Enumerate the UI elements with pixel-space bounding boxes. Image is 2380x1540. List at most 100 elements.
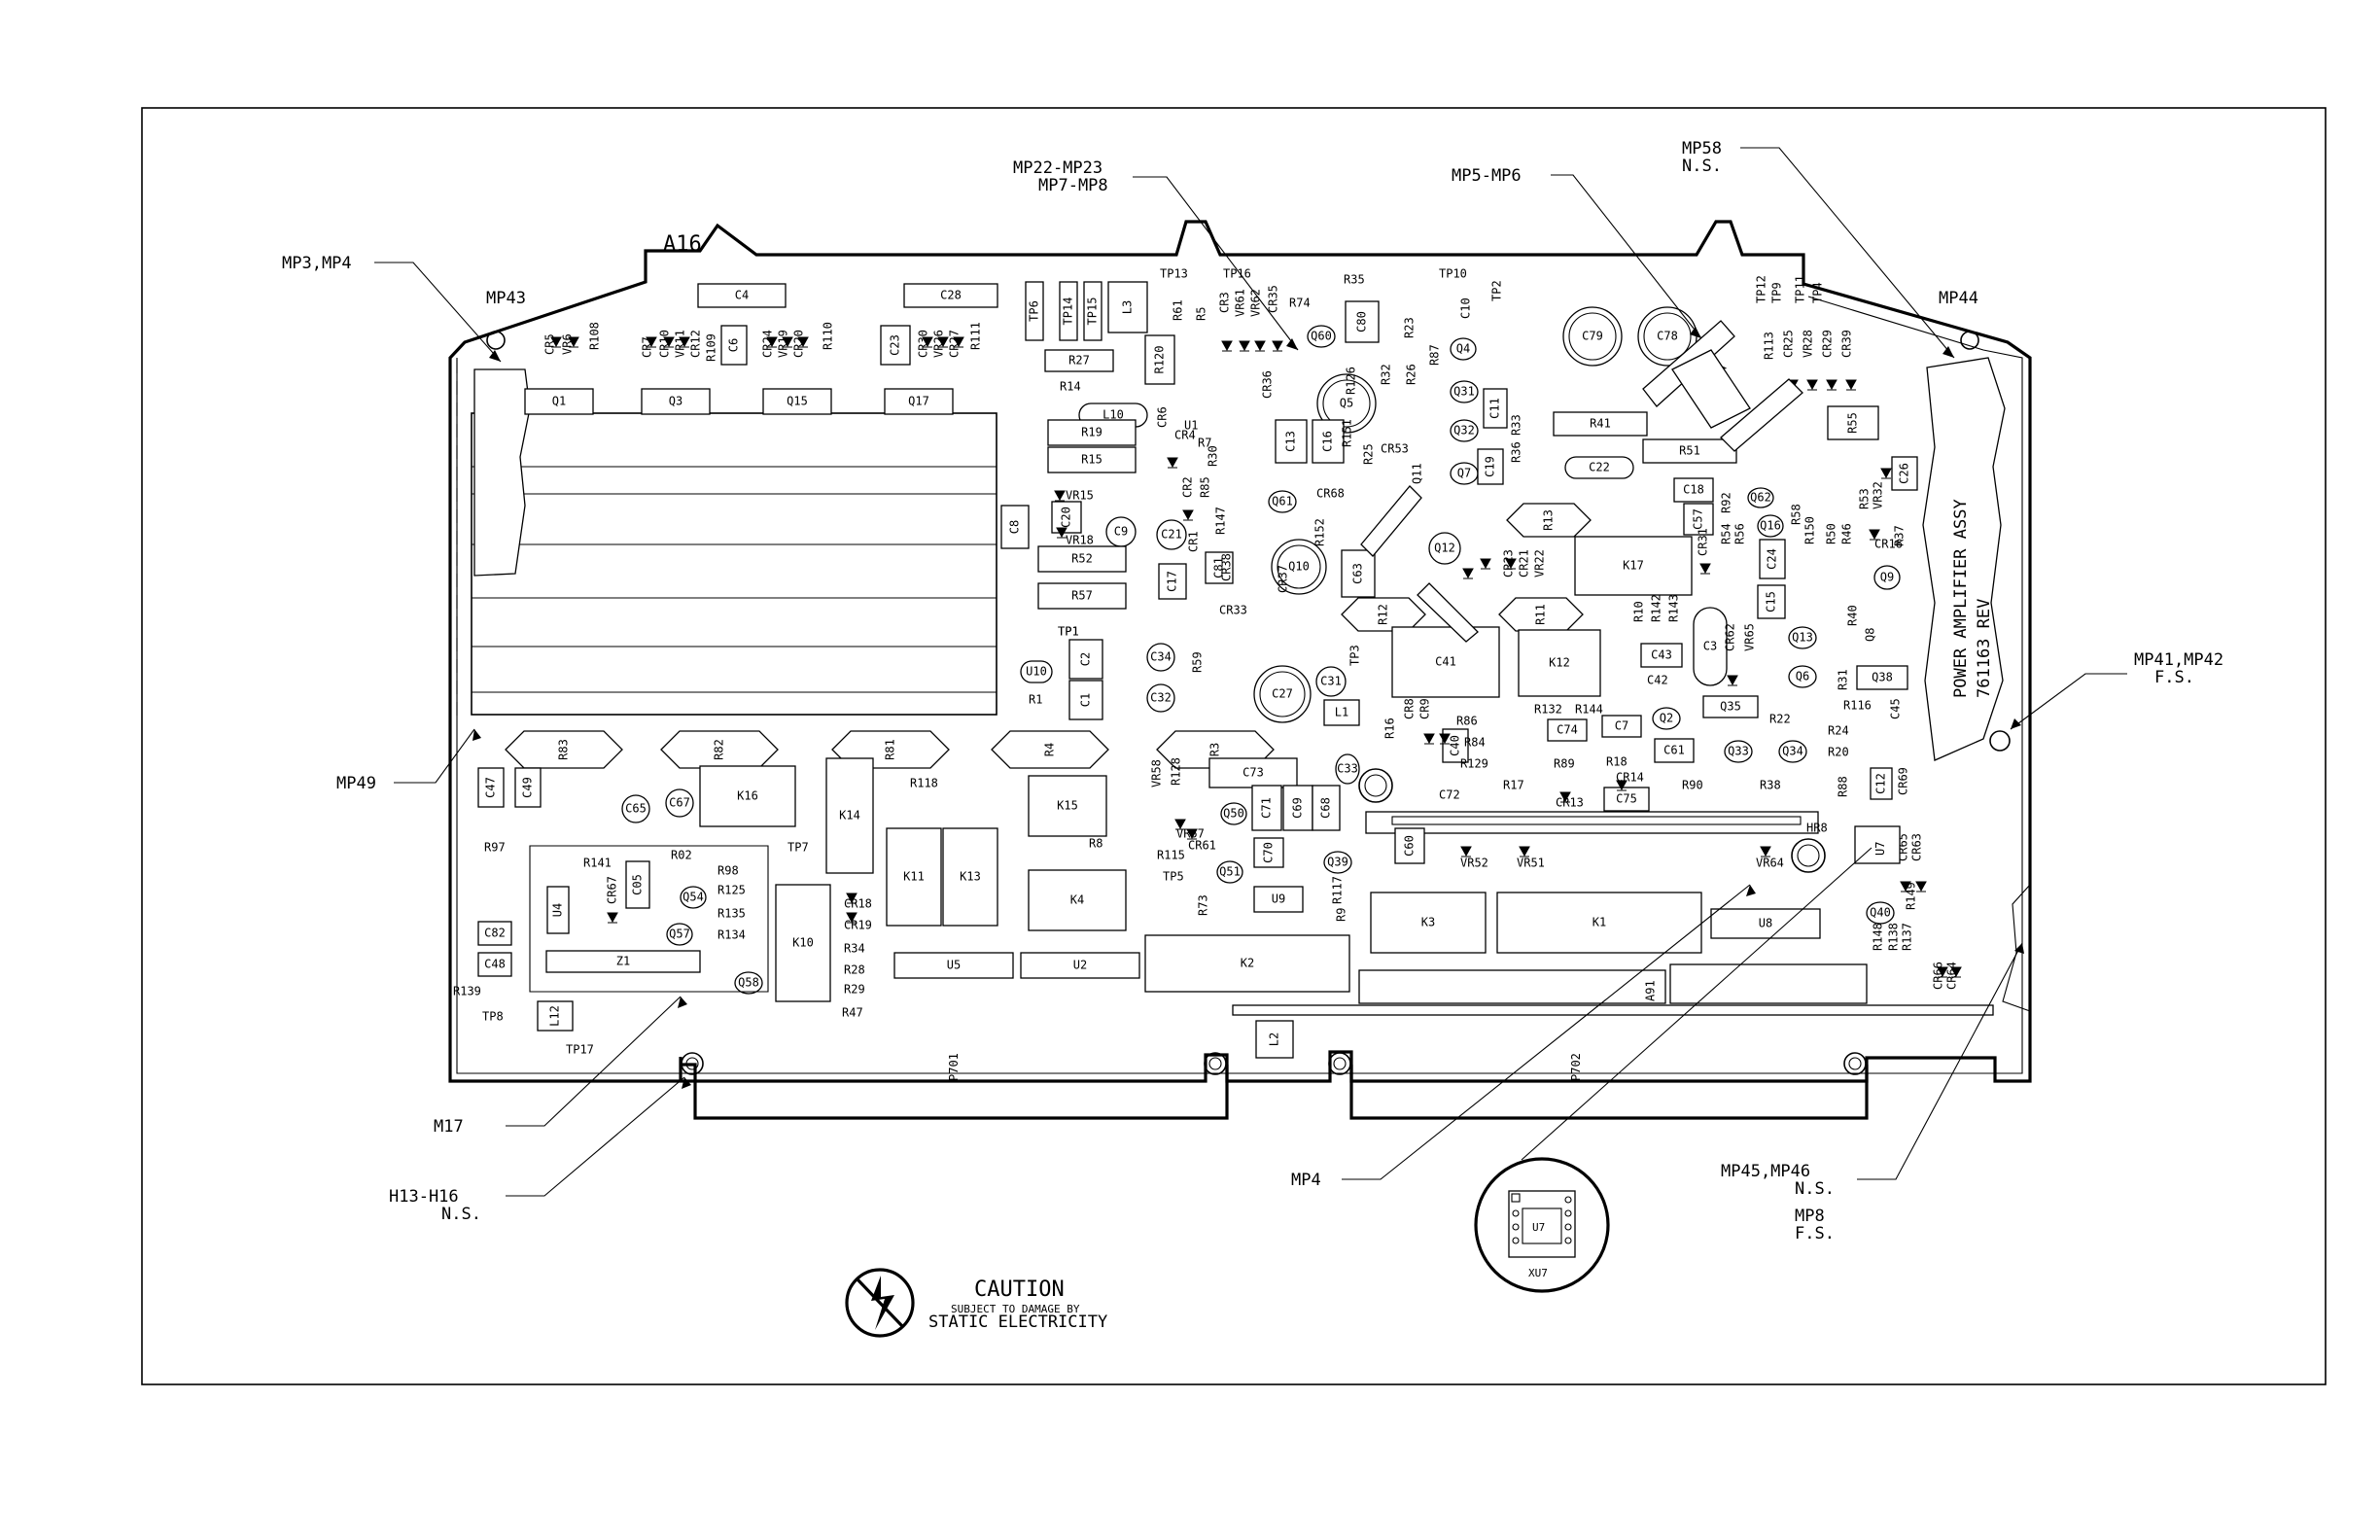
component-r25: R25 xyxy=(1362,443,1376,465)
svg-text:Q12: Q12 xyxy=(1434,542,1455,555)
component-r97: R97 xyxy=(484,841,506,855)
component-q6: Q6 xyxy=(1788,665,1817,688)
component-tp11: TP11 xyxy=(1794,275,1807,303)
component-c7: C7 xyxy=(1601,715,1642,738)
svg-text:Q51: Q51 xyxy=(1219,865,1241,879)
svg-text:R50: R50 xyxy=(1825,523,1838,544)
component-c61: C61 xyxy=(1654,738,1695,763)
diode-mark xyxy=(1182,509,1194,521)
component-u9: U9 xyxy=(1253,886,1304,913)
diode-mark xyxy=(1699,563,1711,575)
svg-text:VR18: VR18 xyxy=(1066,534,1094,547)
svg-text:R125: R125 xyxy=(718,884,746,897)
svg-text:K11: K11 xyxy=(903,870,925,884)
svg-text:R54: R54 xyxy=(1720,523,1733,544)
svg-text:K12: K12 xyxy=(1549,656,1570,670)
component-r139: R139 xyxy=(453,985,481,998)
svg-text:C82: C82 xyxy=(484,927,506,940)
component-tp16: TP16 xyxy=(1223,267,1251,281)
svg-text:C75: C75 xyxy=(1616,792,1637,806)
component-tp6: TP6 xyxy=(1025,281,1044,341)
svg-text:C69: C69 xyxy=(1291,797,1305,819)
svg-text:Q7: Q7 xyxy=(1457,467,1471,480)
component-r4: R4 xyxy=(991,730,1109,769)
svg-text:R41: R41 xyxy=(1590,417,1611,431)
component-r143: R143 xyxy=(1667,594,1681,622)
component-c42: C42 xyxy=(1647,674,1668,687)
svg-text:R150: R150 xyxy=(1803,516,1817,544)
callout-mp58: MP58 xyxy=(1682,139,1722,158)
component-vr15: VR15 xyxy=(1066,489,1094,503)
svg-text:C16: C16 xyxy=(1321,431,1335,452)
svg-text:C2: C2 xyxy=(1079,652,1093,666)
component-l3: L3 xyxy=(1107,281,1148,333)
svg-text:TP12: TP12 xyxy=(1755,275,1768,303)
component-tp4: TP4 xyxy=(1811,282,1825,303)
svg-text:CR20: CR20 xyxy=(792,330,806,358)
hybrid-module-outline xyxy=(529,845,769,993)
svg-text:C67: C67 xyxy=(669,796,690,810)
component-r11: R11 xyxy=(1498,597,1584,632)
svg-text:L3: L3 xyxy=(1121,300,1135,314)
svg-text:CR1: CR1 xyxy=(1187,531,1201,552)
right-heat-sink xyxy=(1922,357,2006,761)
svg-text:F.S.: F.S. xyxy=(2154,668,2194,687)
svg-text:TP2: TP2 xyxy=(1490,280,1504,301)
svg-text:R109: R109 xyxy=(705,333,718,362)
callout-m17: M17 xyxy=(434,1117,464,1137)
svg-text:F.S.: F.S. xyxy=(1795,1224,1835,1243)
component-r02: R02 xyxy=(671,849,692,862)
svg-text:K16: K16 xyxy=(737,789,758,803)
component-c13: C13 xyxy=(1275,419,1308,464)
component-r82: R82 xyxy=(660,730,779,769)
svg-text:R61: R61 xyxy=(1172,299,1185,321)
component-k16: K16 xyxy=(699,765,796,827)
svg-text:C26: C26 xyxy=(1898,463,1911,484)
component-r113: R113 xyxy=(1763,332,1776,360)
bottom-rail xyxy=(1232,1004,1994,1016)
component-c4: C4 xyxy=(697,283,787,308)
svg-text:Q9: Q9 xyxy=(1880,571,1894,584)
svg-text:C34: C34 xyxy=(1150,650,1172,664)
svg-text:C32: C32 xyxy=(1150,691,1172,705)
component-r5: R5 xyxy=(1195,307,1208,321)
svg-text:CR21: CR21 xyxy=(1518,549,1531,578)
component-c45: C45 xyxy=(1889,698,1903,719)
svg-text:L2: L2 xyxy=(1268,1032,1281,1046)
svg-text:C78: C78 xyxy=(1657,330,1678,343)
svg-text:Q5: Q5 xyxy=(1340,397,1353,410)
component-cr36: CR36 xyxy=(1261,370,1275,399)
component-cr39: CR39 xyxy=(1840,330,1854,358)
component-u10: U10 xyxy=(1020,660,1053,683)
component-c69: C69 xyxy=(1282,785,1313,831)
svg-text:VR26: VR26 xyxy=(932,330,946,358)
svg-text:Z1: Z1 xyxy=(616,955,630,968)
component-k4: K4 xyxy=(1028,869,1127,931)
svg-text:R34: R34 xyxy=(844,942,865,956)
callout-mp44: MP44 xyxy=(1939,289,1978,308)
component-vr19: VR19 xyxy=(777,330,790,358)
component-r148: R148 xyxy=(1872,923,1885,951)
svg-text:R148: R148 xyxy=(1872,923,1885,951)
svg-text:R36: R36 xyxy=(1510,441,1523,463)
svg-text:Q2: Q2 xyxy=(1660,712,1673,725)
component-r35: R35 xyxy=(1344,273,1365,287)
svg-text:C18: C18 xyxy=(1683,483,1704,497)
svg-text:R74: R74 xyxy=(1289,297,1311,310)
component-r110: R110 xyxy=(822,322,835,350)
component-q61: Q61 xyxy=(1268,490,1297,513)
component-cr4: CR4 xyxy=(1174,429,1196,442)
svg-text:Q6: Q6 xyxy=(1796,670,1809,683)
svg-text:L12: L12 xyxy=(548,1005,562,1027)
component-r17: R17 xyxy=(1503,779,1524,792)
component-k14: K14 xyxy=(825,757,874,874)
component-q38: Q38 xyxy=(1856,665,1908,690)
diode-mark xyxy=(1174,819,1186,830)
callout-mp3: MP3,MP4 xyxy=(282,254,352,273)
svg-text:R35: R35 xyxy=(1344,273,1365,287)
component-c47: C47 xyxy=(477,767,505,808)
svg-text:Q10: Q10 xyxy=(1288,560,1310,574)
svg-text:R52: R52 xyxy=(1071,552,1093,566)
svg-text:C68: C68 xyxy=(1319,797,1333,819)
svg-text:Q60: Q60 xyxy=(1311,330,1332,343)
